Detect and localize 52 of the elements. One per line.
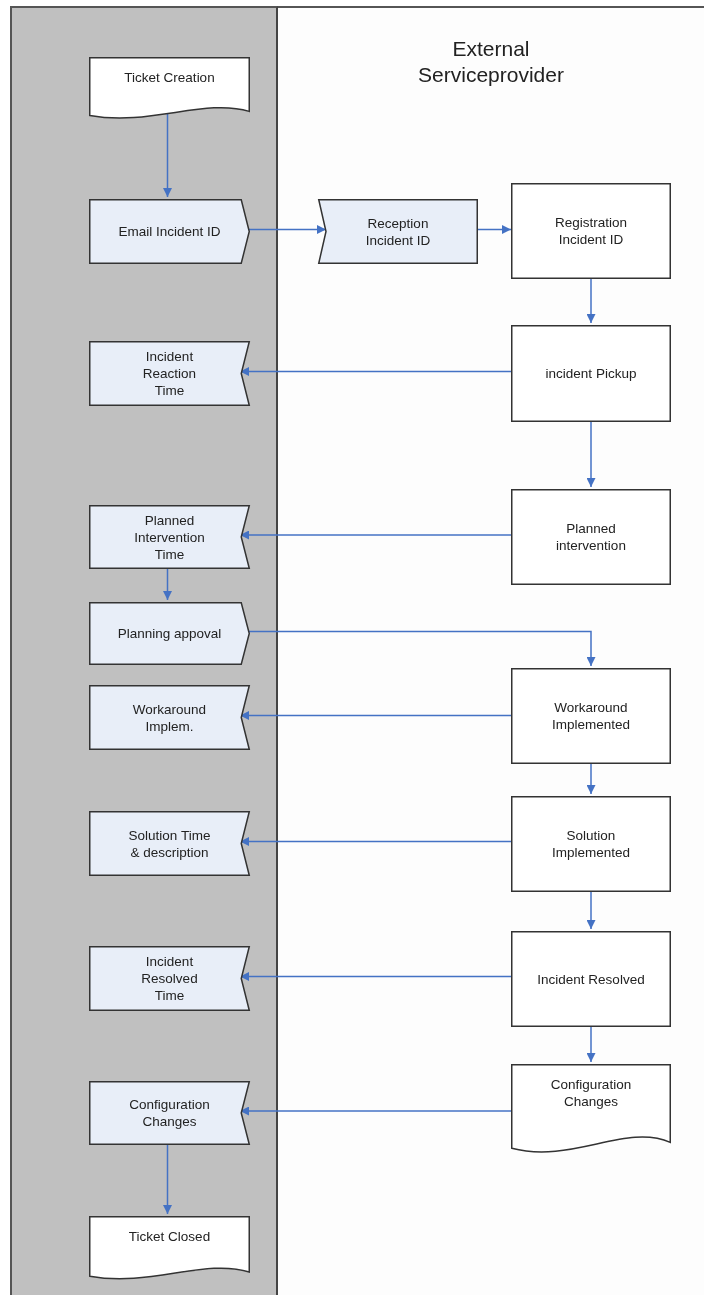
- node-text: Incident Reaction Time: [141, 348, 198, 399]
- arrow: [239, 367, 512, 376]
- swimlane: [10, 6, 278, 1295]
- node-text: Planned intervention: [555, 520, 627, 554]
- node-text: Planning appoval: [117, 625, 222, 642]
- arrow: [239, 530, 512, 540]
- process-box: [511, 931, 671, 1027]
- arrow: [477, 225, 512, 234]
- node-text: Email Incident ID: [118, 223, 221, 240]
- receive-shape: [89, 341, 250, 406]
- arrow: [239, 1106, 512, 1116]
- arrow: [163, 1142, 172, 1215]
- node-text: Incident Resolved Time: [140, 953, 199, 1004]
- arrow: [586, 1024, 596, 1063]
- arrow: [239, 837, 512, 846]
- process-box: [511, 183, 671, 279]
- lane-title: External Serviceprovider: [417, 36, 565, 88]
- process-box: [511, 489, 671, 585]
- node-text: Solution Implemented: [550, 827, 631, 861]
- receive-shape: [89, 946, 250, 1011]
- process-box: [511, 668, 671, 764]
- node-text: Reception Incident ID: [364, 214, 432, 249]
- node-text: Registration Incident ID: [553, 214, 628, 248]
- arrow: [586, 889, 596, 930]
- process-box: [511, 796, 671, 892]
- arrow: [247, 630, 596, 667]
- node-text: Planned Intervention Time: [133, 511, 206, 563]
- arrow: [239, 972, 512, 981]
- node-text: Workaround Implem.: [131, 700, 208, 735]
- node-text: Configuration Changes: [549, 1076, 633, 1110]
- arrow: [239, 711, 512, 720]
- node-text: Solution Time & description: [127, 826, 212, 861]
- arrow: [163, 112, 172, 198]
- process-box: [511, 325, 671, 422]
- receive-shape: [318, 199, 478, 264]
- arrow: [586, 419, 596, 488]
- send-shape: [89, 602, 250, 665]
- receive-shape: [89, 505, 250, 569]
- arrow: [586, 276, 596, 324]
- node-text: Incident Resolved: [537, 970, 645, 988]
- node-text: Configuration Changes: [128, 1096, 211, 1130]
- receive-shape: [89, 811, 250, 876]
- arrow: [163, 566, 172, 601]
- arrow: [247, 225, 327, 234]
- node-text: Ticket Closed: [128, 1228, 211, 1245]
- node-text: incident Pickup: [545, 365, 637, 382]
- node-text: Workaround Implemented: [550, 699, 631, 733]
- send-shape: [89, 199, 250, 264]
- node-text: Ticket Creation: [124, 69, 215, 86]
- receive-shape: [89, 1081, 250, 1145]
- receive-shape: [89, 685, 250, 750]
- arrow: [586, 761, 596, 795]
